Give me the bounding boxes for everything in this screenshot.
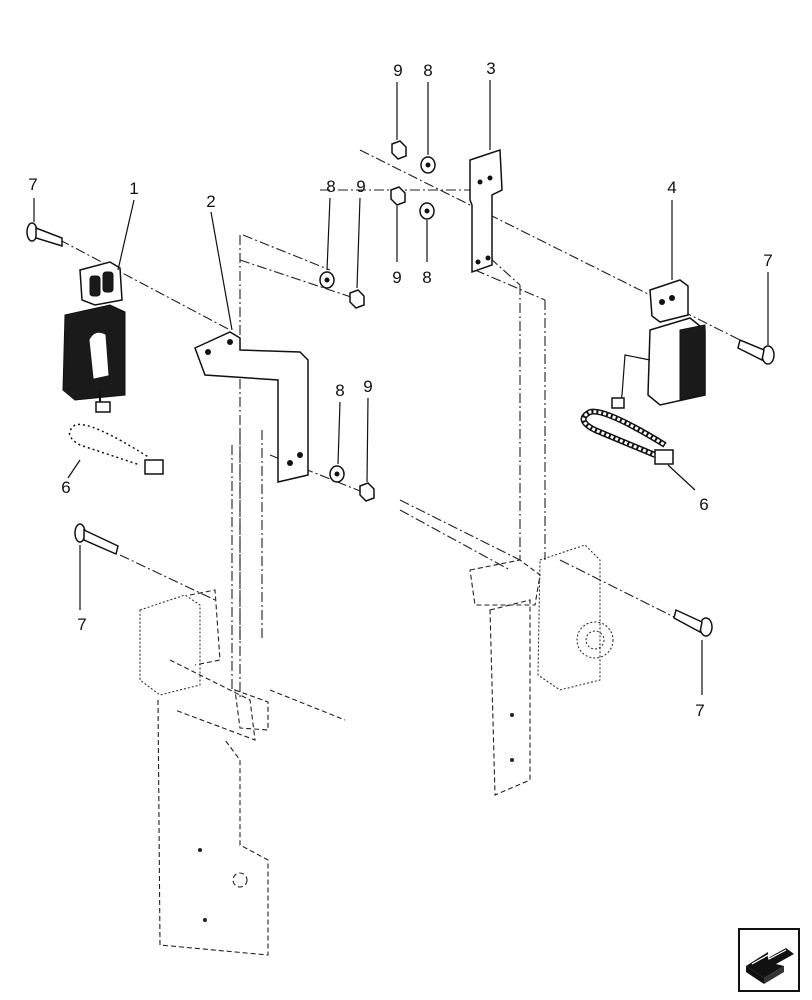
callout-1: 1 (129, 179, 138, 198)
callout-7-lower-right: 7 (695, 701, 704, 720)
part-3-plate (469, 148, 503, 274)
callout-7-lower-left: 7 (77, 615, 86, 634)
part-6-cable-tie-left (68, 422, 164, 475)
phantom-right-mount (469, 544, 614, 796)
callout-3: 3 (486, 59, 495, 78)
part-2-bracket (194, 331, 309, 483)
callout-6-right: 6 (699, 495, 708, 514)
part-4-lamp-right (611, 279, 706, 409)
callout-9-mid-left: 9 (356, 177, 365, 196)
callout-8-mid-right: 8 (422, 268, 431, 287)
callout-2: 2 (206, 192, 215, 211)
part-7-bolt-upper-left (26, 222, 63, 248)
callout-7-upper-left: 7 (28, 175, 37, 194)
next-page-arrow-icon (738, 928, 800, 992)
part-6-cable-tie-right (580, 408, 674, 465)
callout-8-bottom: 8 (335, 381, 344, 400)
next-page-button[interactable] (738, 928, 800, 992)
part-7-bolt-lower-left (74, 523, 119, 556)
callout-9-mid-right: 9 (392, 268, 401, 287)
callout-8-top: 8 (423, 61, 432, 80)
phantom-left-mount (139, 589, 346, 956)
part-9-nuts (349, 140, 407, 502)
callout-7-right: 7 (763, 251, 772, 270)
callout-9-bottom: 9 (363, 377, 372, 396)
part-8-washers (319, 156, 436, 483)
callout-9-top: 9 (393, 61, 402, 80)
callout-labels: 1 2 3 4 6 6 7 7 7 7 8 8 8 8 9 9 9 9 (28, 59, 772, 720)
part-7-bolt-right (737, 338, 775, 365)
callout-6-left: 6 (61, 478, 70, 497)
leader-lines (33, 80, 769, 695)
part-7-bolt-lower-right (673, 608, 713, 637)
part-1-lamp-left (62, 261, 126, 413)
callout-4: 4 (667, 178, 676, 197)
assembly-centerlines (59, 149, 761, 700)
callout-8-mid-left: 8 (326, 177, 335, 196)
